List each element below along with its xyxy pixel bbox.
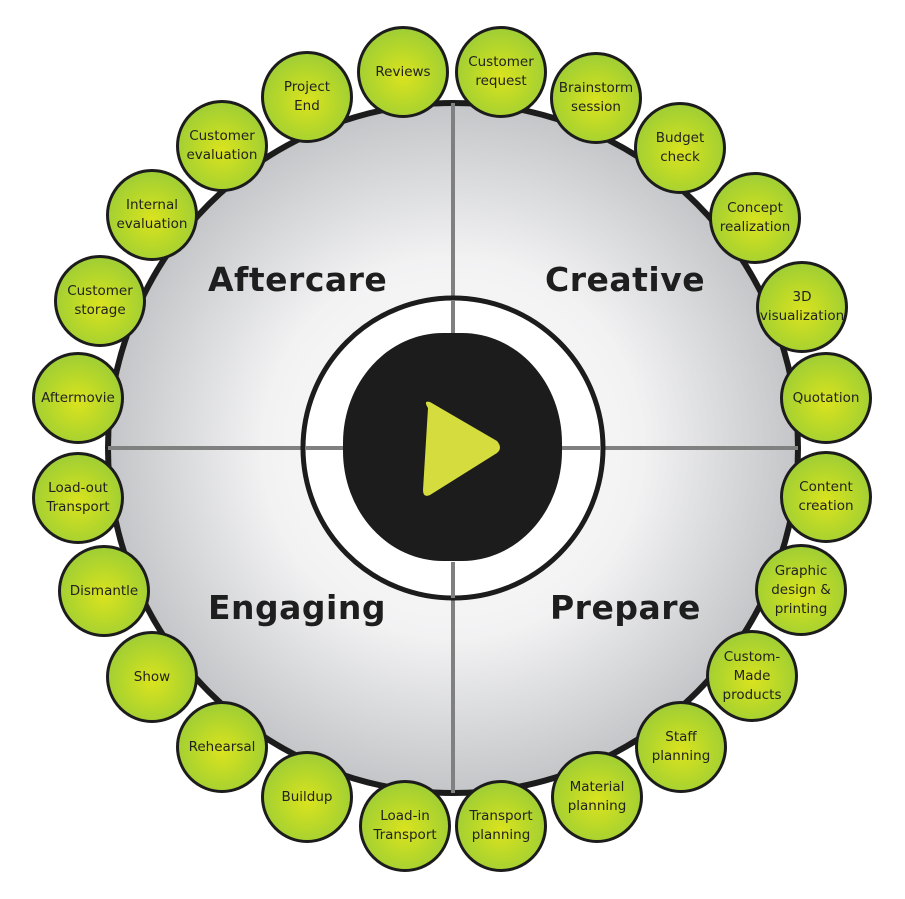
- step-bubble[interactable]: Aftermovie: [32, 352, 124, 444]
- quadrant-aftercare: Aftercare: [208, 260, 388, 299]
- step-bubble[interactable]: Customer storage: [54, 255, 146, 347]
- step-bubble[interactable]: Dismantle: [58, 545, 150, 637]
- step-bubble[interactable]: Reviews: [357, 26, 449, 118]
- step-bubble[interactable]: Material planning: [551, 751, 643, 843]
- step-bubble[interactable]: Graphic design & printing: [755, 544, 847, 636]
- step-bubble[interactable]: Load-out Transport: [32, 452, 124, 544]
- step-bubble[interactable]: Custom- Made products: [706, 630, 798, 722]
- step-bubble[interactable]: Show: [106, 631, 198, 723]
- quadrant-creative: Creative: [545, 260, 706, 299]
- step-bubble[interactable]: Internal evaluation: [106, 169, 198, 261]
- step-bubble[interactable]: Customer evaluation: [176, 100, 268, 192]
- step-bubble[interactable]: Content creation: [780, 451, 872, 543]
- step-bubble[interactable]: Project End: [261, 51, 353, 143]
- quadrant-prepare: Prepare: [550, 588, 701, 627]
- step-bubble[interactable]: Rehearsal: [176, 701, 268, 793]
- step-bubble[interactable]: Concept realization: [709, 172, 801, 264]
- step-bubble[interactable]: Load-in Transport: [359, 780, 451, 872]
- step-bubble[interactable]: Customer request: [455, 26, 547, 118]
- step-bubble[interactable]: Brainstorm session: [550, 52, 642, 144]
- quadrant-engaging: Engaging: [208, 588, 386, 627]
- play-icon: [423, 401, 500, 496]
- step-bubble[interactable]: Buildup: [261, 751, 353, 843]
- step-bubble[interactable]: Quotation: [780, 352, 872, 444]
- step-bubble[interactable]: Budget check: [634, 102, 726, 194]
- step-bubble[interactable]: 3D visualization: [756, 261, 848, 353]
- step-bubble[interactable]: Transport planning: [455, 780, 547, 872]
- step-bubble[interactable]: Staff planning: [635, 701, 727, 793]
